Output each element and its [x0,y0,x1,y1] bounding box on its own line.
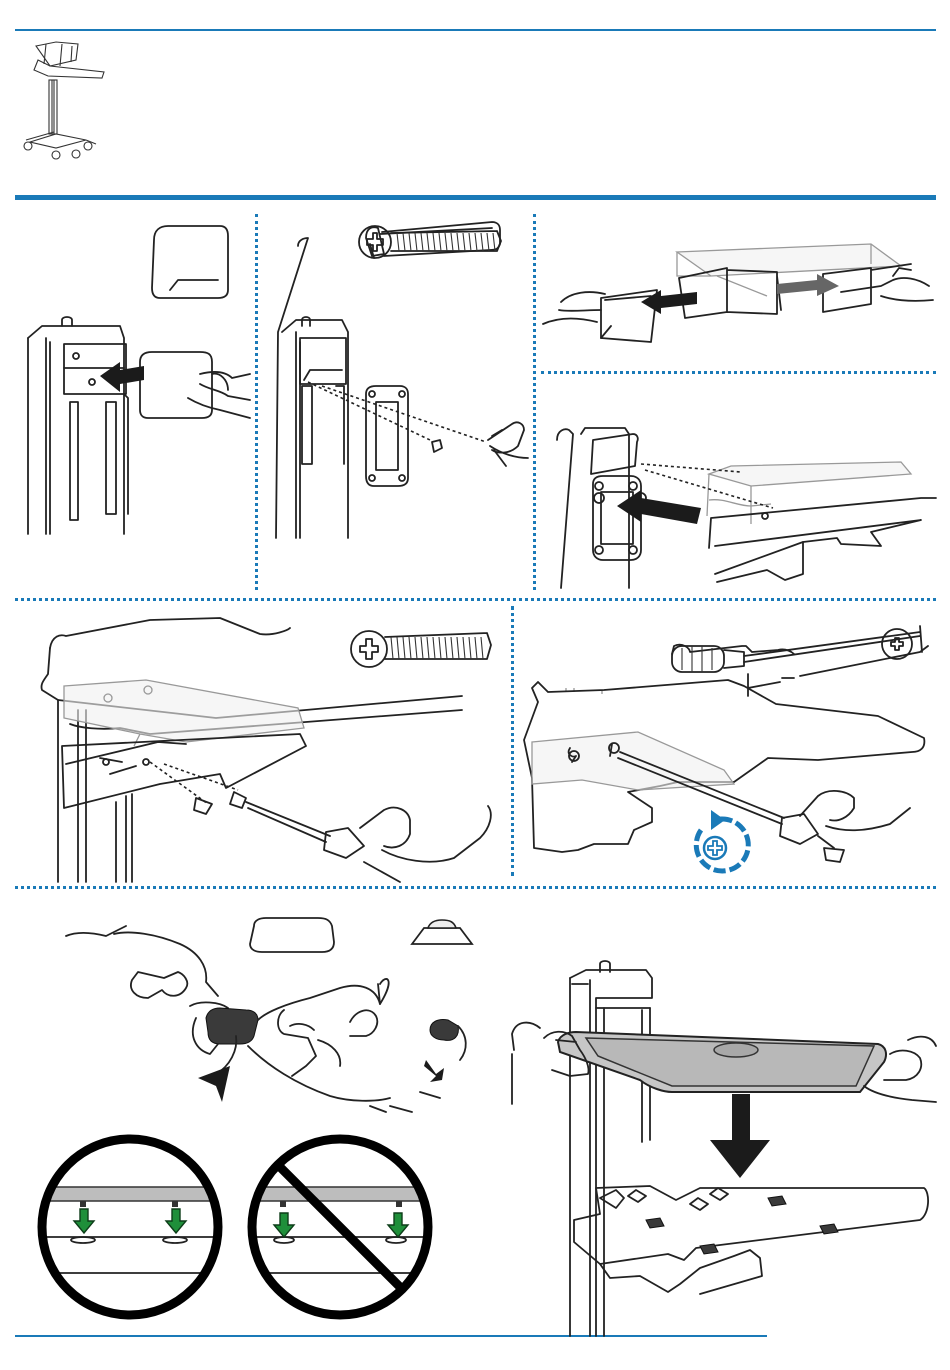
divider-v-2 [533,214,536,590]
screw-icon-2 [349,623,494,675]
screw-icon [357,217,505,267]
panel-apply-pads [40,926,480,1126]
divider-v-1 [255,214,258,590]
divider-v-3 [511,606,514,876]
header-top-rule [15,29,936,31]
correct-placement-circle [36,1133,224,1321]
divider-h-right [541,371,936,374]
panel-slide-extension [541,214,936,354]
panel-slide-cover [20,214,252,539]
header-bottom-rule [15,195,936,200]
divider-h-1 [15,598,936,601]
tighten-clockwise-icon [687,808,757,878]
cart-thumbnail [16,36,111,166]
panel-attach-shelf [541,378,936,590]
divider-h-2 [15,886,936,889]
phillips-bit-icon [880,627,914,661]
panel-place-tray [500,958,940,1336]
prohibited-placement-circle [246,1133,434,1321]
